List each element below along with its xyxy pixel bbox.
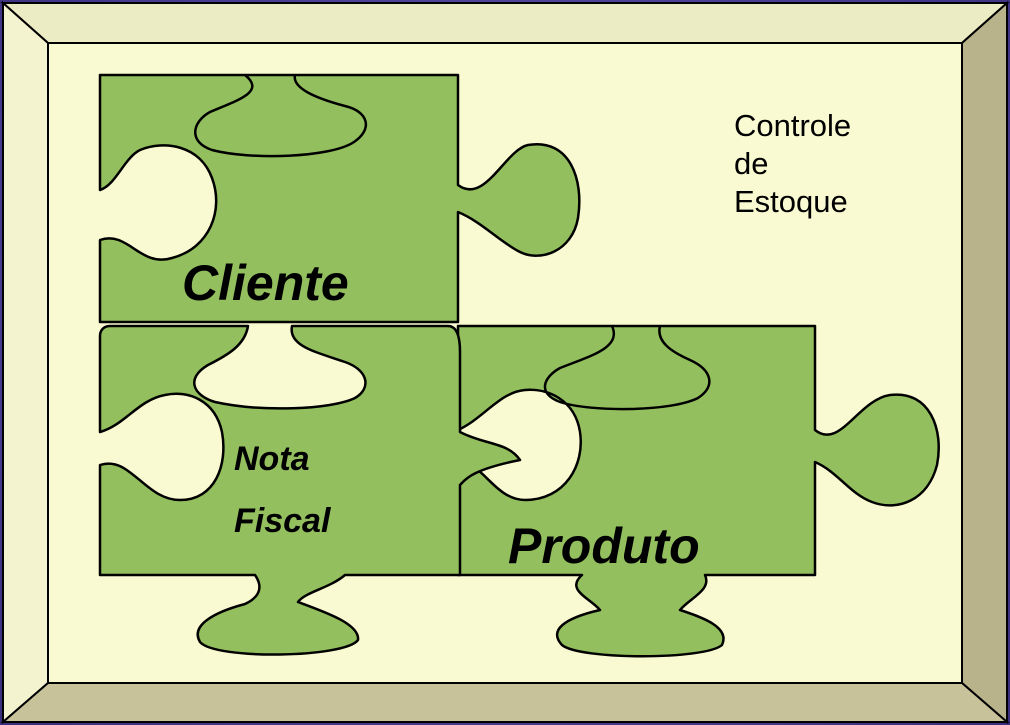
produto-puzzle-piece bbox=[456, 324, 940, 658]
cliente-label: Cliente bbox=[182, 255, 349, 311]
frame-bevel-top bbox=[0, 1, 1010, 44]
diagram-title-line3: Estoque bbox=[734, 184, 848, 219]
produto-label: Produto bbox=[508, 518, 700, 574]
diagram-title-line1: Controle bbox=[734, 108, 851, 143]
frame-bevel-right bbox=[961, 0, 1008, 725]
frame-bevel-left bbox=[2, 0, 49, 725]
nota-fiscal-puzzle-piece bbox=[98, 324, 522, 656]
diagram-title-line2: de bbox=[734, 146, 768, 181]
frame-bevel-bottom bbox=[0, 682, 1010, 723]
nota-fiscal-label-line2: Fiscal bbox=[234, 502, 332, 540]
nota-fiscal-label-line1: Nota bbox=[234, 440, 310, 478]
cliente-puzzle-piece bbox=[98, 73, 581, 324]
